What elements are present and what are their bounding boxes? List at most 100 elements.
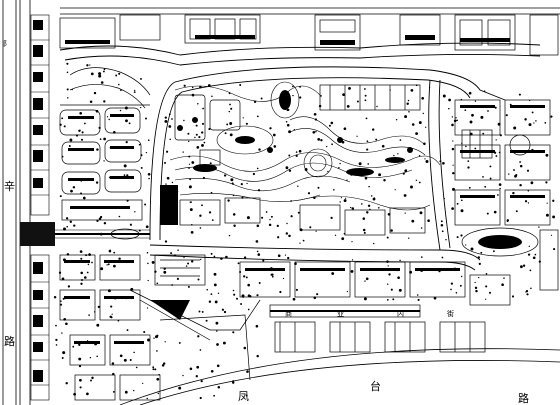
northwest-dense-fill	[68, 114, 134, 209]
tree-dot	[532, 256, 536, 260]
tree-dot	[330, 216, 333, 220]
east-cluster	[454, 99, 559, 291]
tree-dot	[113, 296, 117, 300]
tree-dot	[198, 136, 201, 139]
tree-dot	[272, 133, 276, 137]
tree-dot	[103, 160, 105, 162]
tree-dot	[208, 211, 212, 214]
tree-dot	[240, 183, 243, 186]
tree-dot	[246, 216, 250, 220]
tree-dot	[512, 191, 515, 195]
tree-dot	[103, 100, 106, 103]
tree-dot	[154, 368, 157, 371]
tree-dot	[362, 217, 366, 220]
tree-dot	[208, 300, 212, 303]
tree-dot	[241, 196, 244, 199]
tree-dot	[164, 119, 168, 123]
tree-dot	[417, 298, 420, 301]
tree-dot	[344, 197, 347, 199]
tree-dot	[483, 90, 486, 92]
tree-dot	[440, 220, 443, 223]
left-road-label-2: 路	[4, 335, 15, 348]
tree-dot	[252, 172, 256, 176]
tree-dot	[519, 183, 522, 187]
left-strip-outlines	[30, 14, 50, 401]
tree-dot	[415, 179, 418, 182]
tree-dot	[255, 240, 259, 243]
tree-dot	[191, 93, 195, 97]
tree-dot	[395, 118, 398, 121]
tree-dot	[119, 354, 123, 358]
tree-dot	[445, 238, 447, 241]
tree-dot	[93, 311, 96, 313]
tree-dot	[216, 330, 218, 332]
tree-dot	[256, 115, 259, 118]
tree-dot	[95, 109, 99, 113]
tree-dot	[226, 123, 229, 126]
tree-dot	[427, 219, 430, 222]
tree-dot	[285, 121, 288, 123]
tree-dot	[81, 131, 84, 134]
tree-dot	[527, 253, 531, 256]
tree-dot	[98, 217, 102, 221]
tree-dot	[367, 204, 371, 208]
tree-dot	[514, 174, 517, 178]
tree-dot	[112, 372, 115, 376]
tree-dot	[232, 183, 234, 185]
tree-dot	[148, 177, 150, 180]
tree-dot	[98, 74, 102, 78]
tree-dot	[486, 212, 489, 215]
tree-dot	[366, 211, 369, 214]
tree-dot	[213, 394, 216, 397]
tree-dot	[350, 206, 352, 209]
tree-dot	[191, 224, 193, 226]
tree-dot	[493, 210, 497, 214]
tree-dot	[475, 289, 478, 293]
tree-dot	[351, 241, 353, 243]
tree-dot	[397, 153, 399, 155]
tree-dot	[228, 92, 231, 95]
tree-dot	[176, 277, 179, 280]
tree-dot	[178, 341, 181, 344]
tree-dot	[120, 89, 122, 92]
tree-dot	[61, 155, 64, 158]
tree-dot	[399, 259, 401, 262]
tree-dot	[126, 329, 129, 332]
tree-dot	[550, 234, 553, 236]
tree-dot	[216, 364, 220, 368]
tree-dot	[147, 172, 151, 176]
tree-dot	[243, 256, 247, 259]
tree-dot	[478, 262, 481, 266]
tree-dot	[78, 343, 81, 346]
tree-dot	[190, 201, 192, 203]
tree-dot	[216, 343, 219, 346]
tree-dot	[79, 129, 81, 131]
tree-dot	[423, 142, 426, 146]
tree-dot	[270, 269, 273, 272]
tree-dot	[441, 256, 444, 259]
tree-dot	[134, 211, 136, 213]
tree-dot	[164, 116, 167, 119]
tree-dot	[197, 103, 199, 105]
tree-dot	[317, 186, 320, 189]
tree-dot	[453, 267, 456, 270]
tree-dot	[197, 335, 200, 338]
tree-dot	[108, 249, 112, 253]
tree-dot	[125, 141, 128, 144]
tree-dot	[470, 247, 474, 251]
tree-dot	[163, 267, 166, 270]
commercial-street-label-3: 内	[397, 309, 404, 318]
tree-dot	[133, 91, 136, 94]
tree-dot	[480, 115, 484, 119]
tree-dot	[346, 105, 350, 108]
tree-dot	[288, 154, 291, 157]
tree-dot	[404, 212, 406, 214]
tree-dot	[460, 98, 463, 101]
tree-dot	[279, 290, 282, 294]
tree-dot	[552, 215, 556, 219]
tree-dot	[338, 167, 340, 169]
tree-dot	[456, 119, 458, 122]
tree-dot	[314, 118, 318, 121]
tree-dot	[178, 125, 182, 128]
tree-dot	[418, 181, 421, 184]
